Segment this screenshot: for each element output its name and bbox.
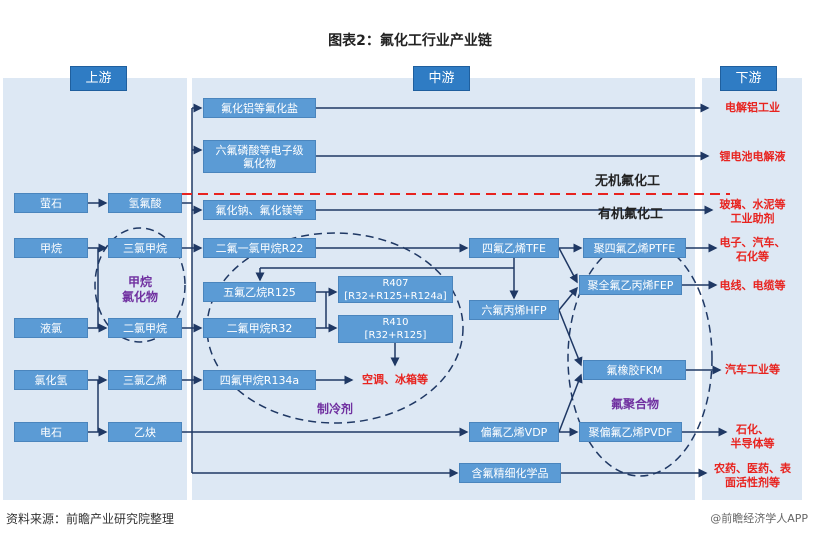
group-refrigerant: 制冷剂 (316, 402, 353, 416)
node-hf: 氢氟酸 (108, 193, 182, 213)
node-carbide: 电石 (14, 422, 88, 442)
downstream-item: 电线、电缆等 (719, 279, 786, 292)
downstream-item: 汽车工业等 (725, 363, 780, 376)
downstream-header: 下游 (720, 66, 777, 91)
label-ac: 空调、冰箱等 (362, 373, 428, 386)
downstream-item: 石化、 半导体等 (730, 423, 775, 450)
node-tce: 三氯乙烯 (108, 370, 182, 390)
node-liquid-chlorine: 液氯 (14, 318, 88, 338)
node-r32: 二氟甲烷R32 (203, 318, 316, 338)
node-lipf: 六氟磷酸等电子级 氟化物 (203, 140, 316, 173)
node-r22: 二氟一氯甲烷R22 (203, 238, 316, 258)
node-fine-chemicals: 含氟精细化学品 (459, 463, 561, 483)
downstream-item: 农药、医药、表 面活性剂等 (714, 462, 791, 489)
node-hfp: 六氟丙烯HFP (469, 300, 559, 320)
label-inorganic: 无机氟化工 (595, 174, 661, 189)
node-pvdf: 聚偏氟乙烯PVDF (579, 422, 682, 442)
midstream-header: 中游 (413, 66, 470, 91)
node-methane: 甲烷 (14, 238, 88, 258)
node-r407: R407 [R32+R125+R124a] (338, 276, 453, 303)
source-note: 资料来源：前瞻产业研究院整理 (6, 512, 175, 526)
node-r125: 五氟乙烷R125 (203, 282, 316, 302)
watermark: @前瞻经济学人APP (710, 512, 808, 525)
figure-title: 图表2：氟化工行业产业链 (328, 33, 492, 49)
node-vdp: 偏氟乙烯VDP (469, 422, 559, 442)
node-alf: 氟化铝等氟化盐 (203, 98, 316, 118)
node-r410: R410 [R32+R125] (338, 315, 453, 343)
node-dcm: 二氯甲烷 (108, 318, 182, 338)
group-fluoropolymer: 氟聚合物 (610, 397, 659, 411)
node-r134a: 四氟甲烷R134a (203, 370, 316, 390)
node-fkm: 氟橡胶FKM (583, 360, 686, 380)
downstream-item: 锂电池电解液 (719, 150, 786, 163)
group-methane-chlorides: 甲烷 氯化物 (121, 275, 158, 304)
node-tfe: 四氟乙烯TFE (469, 238, 559, 258)
node-fluorite: 萤石 (14, 193, 88, 213)
node-acetylene: 乙炔 (108, 422, 182, 442)
label-organic: 有机氟化工 (598, 207, 664, 222)
downstream-item: 电解铝工业 (725, 101, 780, 114)
downstream-item: 玻璃、水泥等 工业助剂 (719, 198, 786, 225)
node-chloroform: 三氯甲烷 (108, 238, 182, 258)
node-hcl: 氯化氢 (14, 370, 88, 390)
node-naf: 氟化钠、氟化镁等 (203, 200, 316, 220)
node-fep: 聚全氟乙丙烯FEP (579, 275, 682, 295)
downstream-item: 电子、汽车、 石化等 (719, 236, 786, 263)
node-ptfe: 聚四氟乙烯PTFE (583, 238, 686, 258)
upstream-header: 上游 (70, 66, 127, 91)
